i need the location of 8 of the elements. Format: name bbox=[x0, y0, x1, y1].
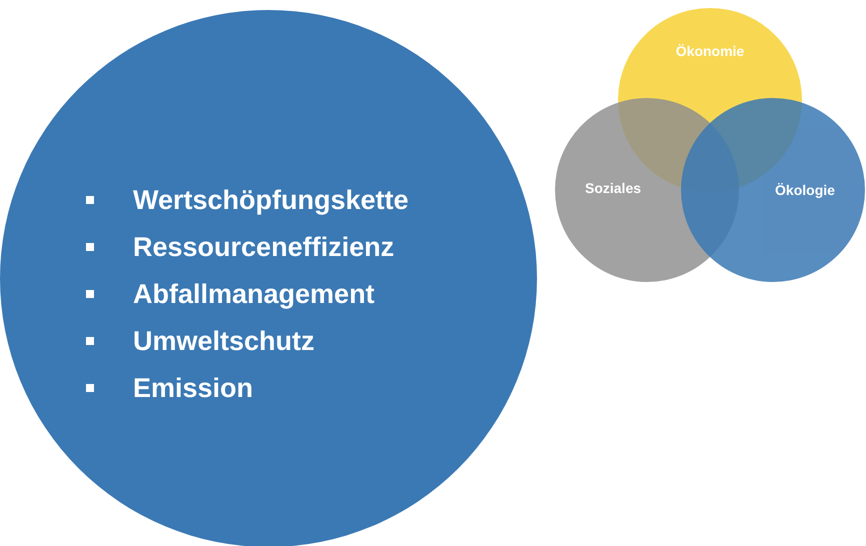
list-item: Wertschöpfungskette bbox=[133, 184, 409, 217]
list-item: Umweltschutz bbox=[133, 325, 315, 358]
list-item: Ressourceneffizienz bbox=[133, 231, 394, 264]
list-item: Emission bbox=[133, 372, 254, 405]
list-item: Abfallmanagement bbox=[133, 278, 375, 311]
circle-label: Ökologie bbox=[775, 182, 835, 198]
circle-label: Ökonomie bbox=[676, 43, 744, 59]
circle-label: Soziales bbox=[584, 180, 642, 196]
